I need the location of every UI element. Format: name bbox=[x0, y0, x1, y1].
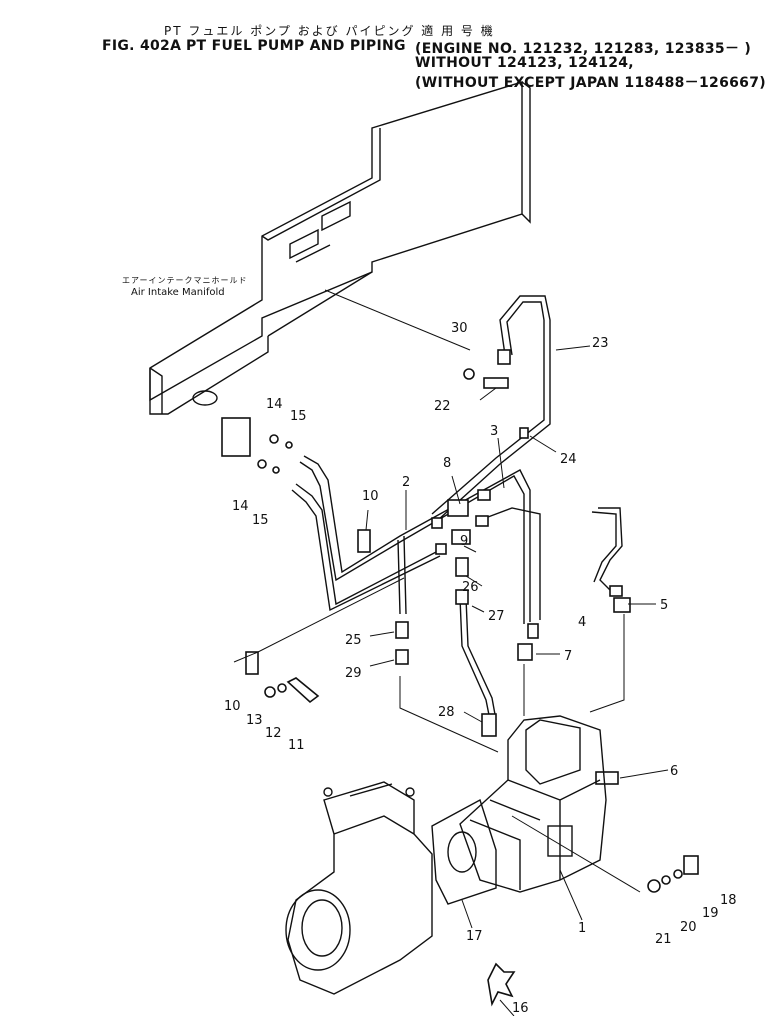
figure-title: PT FUEL PUMP AND PIPING bbox=[186, 38, 406, 54]
fuel-lines bbox=[291, 295, 623, 721]
japanese-title: PT フュエル ポンプ および パイピング 適 用 号 機 bbox=[164, 24, 495, 38]
callout-10-lower: 10 bbox=[224, 699, 241, 714]
fittings bbox=[221, 349, 699, 1007]
callout-8: 8 bbox=[443, 456, 451, 471]
applicability-line-2: WITHOUT 124123, 124124, bbox=[415, 55, 634, 71]
callout-12: 12 bbox=[265, 726, 282, 741]
flange-gasket bbox=[431, 798, 497, 905]
leader-lines bbox=[233, 345, 669, 1016]
callout-14-lower: 14 bbox=[232, 499, 249, 514]
callout-29: 29 bbox=[345, 666, 362, 681]
callout-24: 24 bbox=[560, 452, 577, 467]
callout-14-upper: 14 bbox=[266, 397, 283, 412]
callout-1: 1 bbox=[578, 921, 586, 936]
callout-15-lower: 15 bbox=[252, 513, 269, 528]
callout-4: 4 bbox=[578, 615, 586, 630]
compressor-housing bbox=[285, 781, 433, 995]
callout-13: 13 bbox=[246, 713, 263, 728]
manifold-label-en: Air Intake Manifold bbox=[131, 287, 225, 298]
callout-2: 2 bbox=[402, 475, 410, 490]
callout-20: 20 bbox=[680, 920, 697, 935]
callout-10-upper: 10 bbox=[362, 489, 379, 504]
applicability-line-1: (ENGINE NO. 121232, 121283, 123835－ ) bbox=[415, 41, 752, 57]
figure-number: FIG. 402A bbox=[102, 38, 182, 54]
callout-16: 16 bbox=[512, 1001, 529, 1016]
callout-28: 28 bbox=[438, 705, 455, 720]
callout-18: 18 bbox=[720, 893, 737, 908]
callout-21: 21 bbox=[655, 932, 672, 947]
callout-23: 23 bbox=[592, 336, 609, 351]
callout-numbers: 30 23 22 14 15 24 3 8 2 10 14 15 9 26 27… bbox=[224, 321, 737, 1016]
callout-3: 3 bbox=[490, 424, 498, 439]
callout-7: 7 bbox=[564, 649, 572, 664]
callout-5: 5 bbox=[660, 598, 668, 613]
callout-30: 30 bbox=[451, 321, 468, 336]
callout-9: 9 bbox=[460, 534, 468, 549]
callout-19: 19 bbox=[702, 906, 719, 921]
pt-fuel-pump bbox=[459, 715, 607, 893]
air-intake-manifold bbox=[149, 81, 531, 415]
callout-6: 6 bbox=[670, 764, 678, 779]
callout-25: 25 bbox=[345, 633, 362, 648]
callout-17: 17 bbox=[466, 929, 483, 944]
applicability-line-3: (WITHOUT EXCEPT JAPAN 118488－126667) bbox=[415, 75, 766, 91]
callout-11: 11 bbox=[288, 738, 305, 753]
callout-15-upper: 15 bbox=[290, 409, 307, 424]
manifold-label-jp: エアーインテークマニホールド bbox=[122, 276, 248, 285]
callout-27: 27 bbox=[488, 609, 505, 624]
callout-22: 22 bbox=[434, 399, 451, 414]
callout-26: 26 bbox=[462, 580, 479, 595]
